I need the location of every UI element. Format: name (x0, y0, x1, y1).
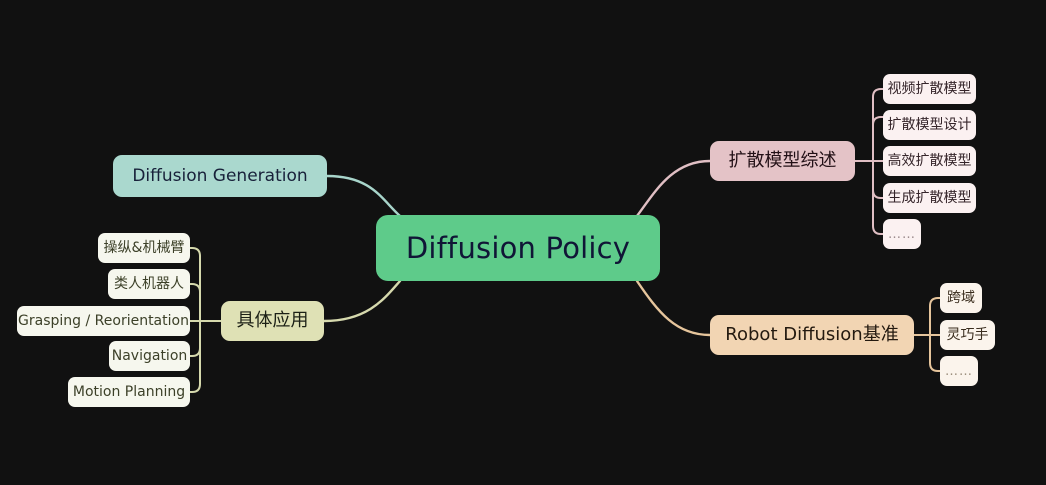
branch-node-specific-applications[interactable]: 具体应用 (221, 301, 324, 341)
root-node-diffusion-policy[interactable]: Diffusion Policy (376, 215, 660, 281)
edge-diffusion-generation (325, 174, 402, 218)
edges-diffusion-model-survey-children (854, 88, 884, 235)
branch-node-diffusion-model-survey[interactable]: 扩散模型综述 (710, 141, 855, 181)
leaf-node-survey-more[interactable]: …… (883, 219, 921, 249)
edges-robot-diffusion-benchmark-children (913, 297, 941, 372)
branch-node-diffusion-generation[interactable]: Diffusion Generation (113, 155, 327, 197)
leaf-node-efficient-diffusion-model[interactable]: 高效扩散模型 (883, 146, 976, 176)
leaf-node-video-diffusion-model[interactable]: 视频扩散模型 (883, 74, 976, 104)
leaf-node-motion-planning[interactable]: Motion Planning (68, 377, 190, 407)
edge-specific-applications (322, 279, 402, 323)
leaf-node-grasping-reorientation[interactable]: Grasping / Reorientation (17, 306, 190, 336)
leaf-node-benchmark-more[interactable]: …… (940, 356, 978, 386)
leaf-node-dexterous-hand[interactable]: 灵巧手 (940, 320, 995, 350)
leaf-node-cross-domain[interactable]: 跨域 (940, 283, 982, 313)
leaf-node-diffusion-model-design[interactable]: 扩散模型设计 (883, 110, 976, 140)
edge-robot-diffusion-benchmark (635, 279, 712, 337)
leaf-node-navigation[interactable]: Navigation (109, 341, 190, 371)
edge-diffusion-model-survey (635, 159, 712, 218)
leaf-node-manipulation-arm[interactable]: 操纵&机械臂 (98, 233, 190, 263)
leaf-node-generative-diffusion-model[interactable]: 生成扩散模型 (883, 183, 976, 213)
edges-specific-applications-children (189, 247, 222, 393)
branch-node-robot-diffusion-benchmark[interactable]: Robot Diffusion基准 (710, 315, 914, 355)
leaf-node-humanoid-robot[interactable]: 类人机器人 (108, 269, 190, 299)
